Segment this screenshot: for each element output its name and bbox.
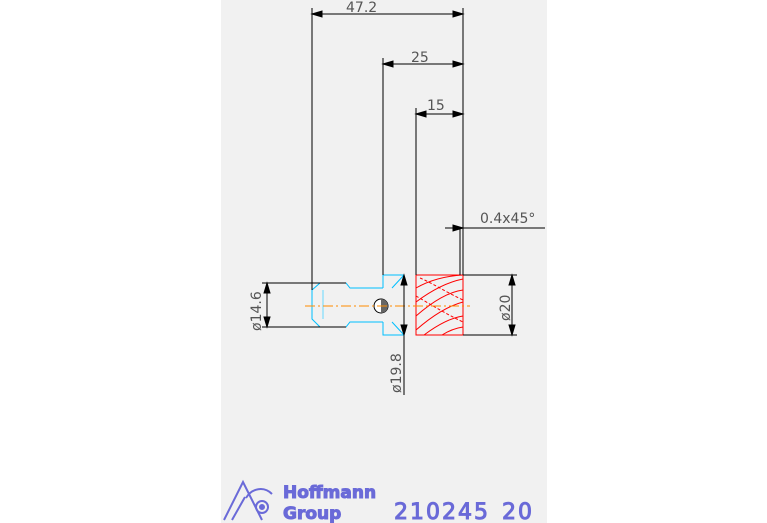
shank-step: [382, 274, 404, 336]
dim-length-25: 25: [411, 50, 429, 66]
dim-overall-length: 47.2: [346, 0, 377, 16]
helix-flute-5: [423, 315, 464, 336]
helix-flute-3: [415, 289, 464, 317]
dimension-lines: [262, 8, 545, 395]
cutting-outline: [415, 274, 464, 336]
logo-gear-icon: [255, 500, 269, 514]
dim-length-15: 15: [427, 98, 445, 114]
helix-flute-2: [415, 278, 464, 303]
logo-text-line2: Group: [283, 504, 341, 523]
tool-shank: [311, 274, 405, 336]
helix-flute-1: [415, 274, 464, 289]
shank-outline: [311, 282, 383, 328]
helix-flute-6: [441, 326, 464, 336]
helix-flute-8: [415, 295, 464, 323]
dim-shank-diameter: ø14.6: [249, 291, 265, 331]
part-size: 20: [502, 500, 534, 523]
helix-flute-4: [415, 301, 464, 331]
dim-chamfer: 0.4x45°: [480, 211, 535, 227]
neck-taper-top: [391, 274, 405, 289]
drawing-sheet: [221, 0, 547, 523]
part-number: 210245: [394, 500, 490, 523]
dim-cutting-diameter: ø20: [498, 295, 514, 321]
dim-neck-diameter: ø19.8: [389, 353, 405, 393]
hoffmann-logo: [223, 479, 273, 521]
cutting-section: [415, 274, 464, 336]
neck-taper-bottom: [391, 321, 405, 336]
helix-flute-7: [419, 277, 464, 301]
logo-text-line1: Hoffmann: [283, 483, 376, 503]
